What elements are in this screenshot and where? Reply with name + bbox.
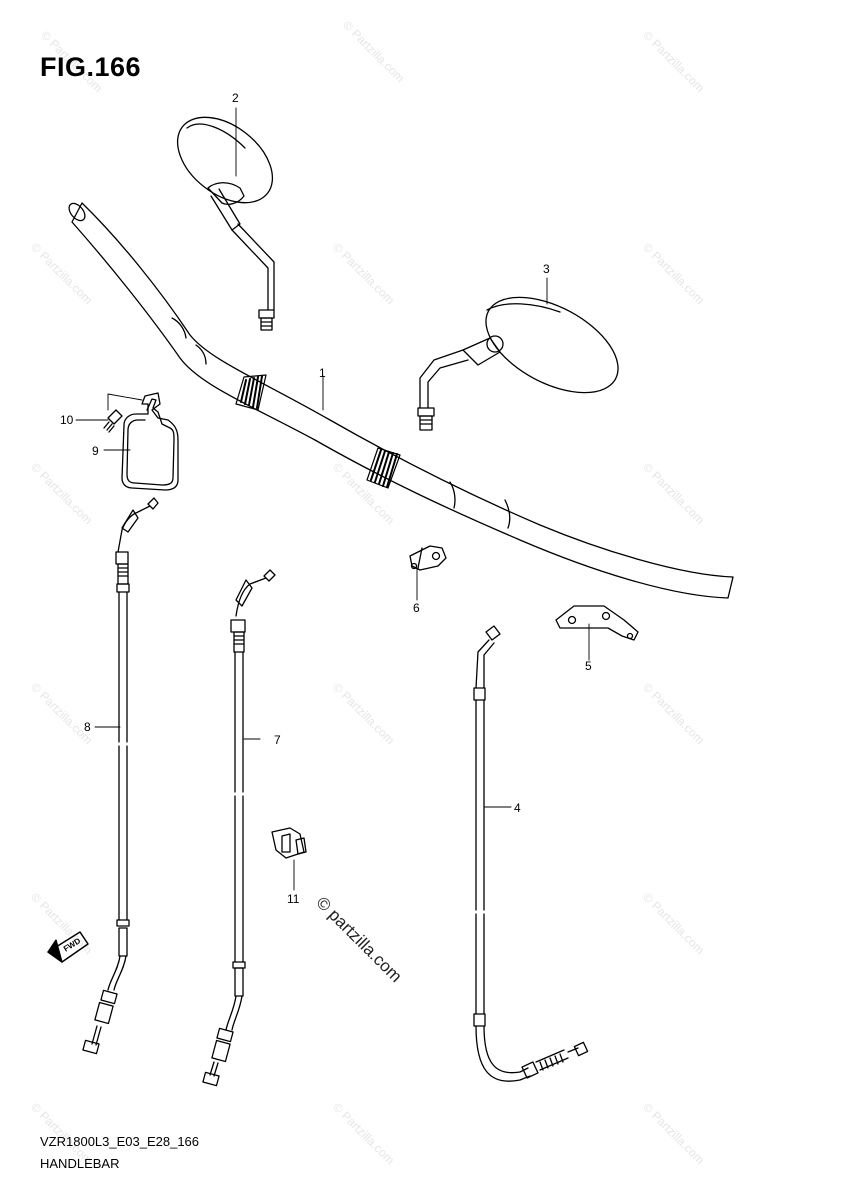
callout-10: 10 xyxy=(60,413,74,427)
throttle-cable-8 xyxy=(82,497,159,1055)
gasket-plate xyxy=(121,392,179,491)
mirror-right xyxy=(417,296,619,431)
callout-6: 6 xyxy=(413,601,420,615)
fwd-arrow-icon: FWD xyxy=(47,931,89,963)
screw xyxy=(103,409,123,433)
callout-5: 5 xyxy=(585,659,592,673)
mirror-left xyxy=(176,116,275,331)
callout-1: 1 xyxy=(319,366,326,380)
callout-4: 4 xyxy=(514,801,521,815)
bracket xyxy=(555,605,639,641)
throttle-cable-7 xyxy=(202,569,276,1087)
diagram-code: VZR1800L3_E03_E28_166 xyxy=(40,1134,200,1149)
diagram-name: HANDLEBAR xyxy=(40,1156,120,1171)
callout-3: 3 xyxy=(543,262,550,276)
clamp xyxy=(409,545,447,571)
callout-7: 7 xyxy=(274,733,281,747)
leader-lines xyxy=(75,107,590,891)
figure-title: FIG.166 xyxy=(40,52,142,82)
callout-9: 9 xyxy=(92,444,99,458)
callout-11: 11 xyxy=(287,892,300,906)
callout-8: 8 xyxy=(84,720,91,734)
clutch-cable-4 xyxy=(473,625,589,1082)
callout-2: 2 xyxy=(232,91,239,105)
handlebar xyxy=(68,202,734,599)
cable-clip xyxy=(271,827,307,859)
